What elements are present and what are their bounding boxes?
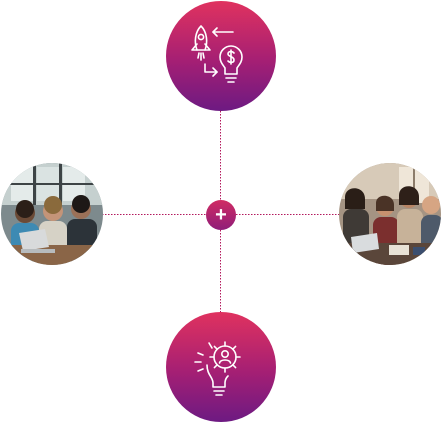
connector-right <box>236 214 340 215</box>
team-laptop-photo <box>1 163 103 265</box>
connector-bottom <box>220 230 221 314</box>
bottom-node <box>166 312 276 422</box>
connector-left <box>102 214 206 215</box>
rocket-idea-dollar-icon <box>185 20 257 92</box>
group-meeting-photo <box>339 163 441 265</box>
connector-top <box>220 108 221 200</box>
top-node <box>166 1 276 111</box>
add-button[interactable]: + <box>206 200 236 230</box>
plus-icon: + <box>215 204 227 226</box>
gear-lightbulb-person-icon <box>185 331 257 403</box>
